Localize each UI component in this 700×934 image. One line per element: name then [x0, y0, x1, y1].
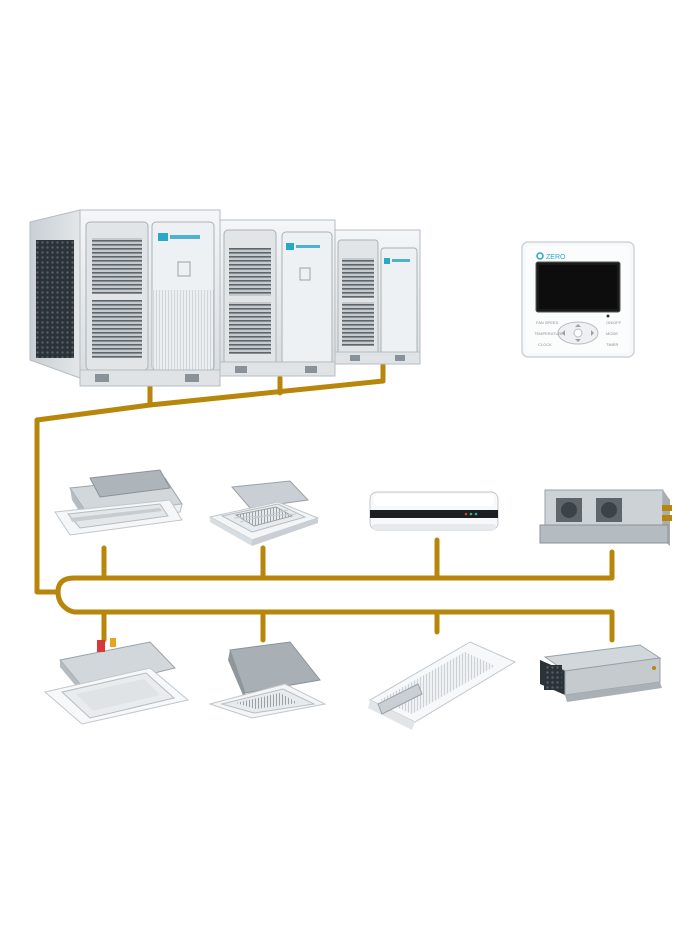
fan-grille	[229, 302, 271, 354]
fan-grille	[229, 248, 271, 296]
btn-clock[interactable]: CLOCK	[538, 342, 552, 347]
controller-dpad[interactable]	[557, 321, 599, 345]
btn-timer[interactable]: TIMER	[606, 342, 619, 347]
slim-duct-icon	[540, 644, 662, 702]
outdoor-unit-3	[334, 229, 421, 365]
fan-grille	[342, 302, 374, 346]
four-way-cassette-icon	[208, 480, 320, 546]
brand-logo-icon	[286, 243, 294, 250]
btn-temperature[interactable]: TEMPERATURE	[534, 331, 564, 336]
outdoor-unit-2	[219, 219, 336, 377]
btn-mode[interactable]: MODE	[606, 331, 618, 336]
btn-fan-speed[interactable]: FAN SPEED	[536, 320, 559, 325]
btn-on-off[interactable]: ON/OFF	[606, 320, 622, 325]
fan-grille	[92, 238, 142, 294]
wired-controller[interactable]: ZERO FAN SPEED ON/OFF TEMPERATURE MODE C…	[521, 241, 635, 358]
brand-logo-icon	[384, 258, 390, 264]
fan-grille	[92, 300, 142, 358]
outdoor-unit-1	[79, 209, 221, 387]
one-way-cassette-icon	[54, 469, 183, 536]
heat-exchanger-coil	[36, 240, 74, 358]
fan-grille	[342, 258, 374, 298]
ducted-unit-icon	[539, 489, 672, 546]
floor-ceiling-icon	[368, 641, 517, 730]
controller-brand: ZERO	[546, 254, 566, 261]
compact-cassette-icon	[208, 641, 327, 719]
two-way-cassette-icon	[43, 638, 190, 725]
outdoor-unit-bank	[29, 209, 421, 387]
wall-split-icon	[369, 491, 499, 531]
refrigerant-piping	[34, 359, 615, 643]
brand-logo-icon	[158, 233, 168, 241]
brand-logo-icon	[536, 252, 544, 260]
